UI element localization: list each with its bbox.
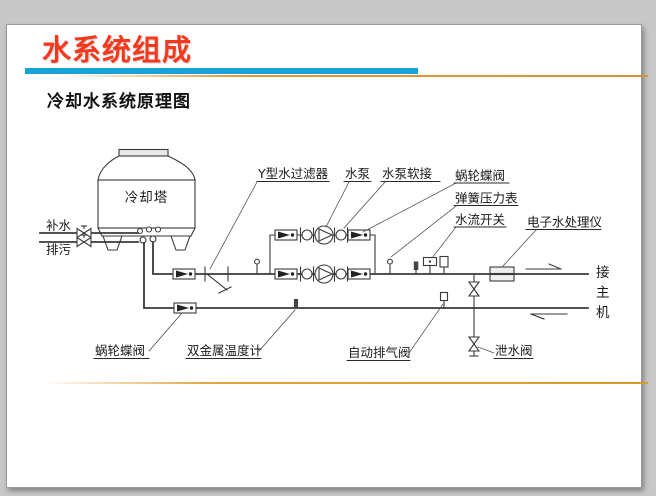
title-accent-bar	[25, 68, 418, 74]
tower-cap	[118, 148, 169, 157]
pump-branch-bottom	[274, 264, 371, 284]
water-treatment-device-icon	[489, 266, 515, 282]
flow-arrow-left-icon	[530, 313, 568, 320]
butterfly-valve-icon	[347, 229, 371, 241]
label-pressure-gauge: 弹簧压力表	[455, 191, 518, 206]
small-sensor-icon	[413, 261, 419, 275]
small-gauge-icon	[254, 258, 260, 275]
butterfly-valve-icon	[274, 229, 298, 241]
tower-body	[97, 179, 196, 229]
slide-page	[6, 24, 642, 488]
thermometer-icon	[294, 299, 298, 308]
label-blowdown: 排污	[46, 242, 71, 257]
slide-subtitle: 冷却水系统原理图	[47, 92, 191, 112]
label-drain-valve: 泄水阀	[495, 343, 533, 358]
tower-shoulder-left	[97, 155, 120, 181]
label-flow-switch: 水流开关	[455, 212, 505, 227]
label-butterfly-valve-top: 蜗轮蝶阀	[455, 168, 505, 183]
bypass-valve-icon	[468, 281, 480, 297]
tower-connection	[154, 226, 162, 233]
flex-connector-icon	[299, 266, 315, 282]
drain-valve-icon	[468, 336, 480, 352]
tower-label: 冷却塔	[125, 190, 169, 206]
pump-branch-top	[274, 225, 371, 245]
butterfly-valve-icon	[173, 302, 197, 314]
pump-icon	[314, 264, 334, 284]
labels: 补水 排污 Y型水过滤器 水泵 水泵软接 蜗轮蝶阀 弹簧压力表 水流开关 电子水…	[46, 166, 610, 361]
footer-accent-line	[42, 382, 648, 384]
tower-outlet	[139, 236, 147, 244]
label-makeup-water: 补水	[46, 218, 72, 233]
butterfly-valve-icon	[347, 268, 371, 280]
supply-pipe	[152, 241, 589, 275]
tower-shoulder-right	[167, 155, 196, 181]
cooling-tower: 冷却塔	[97, 148, 196, 251]
label-thermometer: 双金属温度计	[187, 343, 262, 358]
flow-switch-icon	[422, 256, 438, 275]
tower-connection	[145, 226, 153, 233]
butterfly-valve-icon	[172, 268, 196, 280]
sensor-box-icon	[439, 255, 449, 275]
air-vent-icon	[439, 291, 449, 309]
title-accent-thin-line	[58, 75, 648, 77]
flex-connector-icon	[333, 227, 349, 243]
label-y-filter: Y型水过滤器	[257, 166, 329, 181]
y-strainer-icon	[204, 266, 232, 294]
pump-icon	[314, 225, 334, 245]
tower-leg-right	[170, 235, 191, 251]
flex-connector-icon	[299, 227, 315, 243]
tower-leg-left	[102, 235, 123, 251]
label-to-main-unit-3: 机	[596, 305, 610, 321]
flex-connector-icon	[333, 266, 349, 282]
pressure-gauge-icon	[387, 258, 393, 275]
flow-arrow-right-icon	[525, 263, 562, 270]
slide-title: 水系统组成	[42, 33, 193, 67]
label-to-main-unit-2: 主	[596, 285, 610, 301]
leader-lines	[148, 181, 537, 354]
tower-basin	[97, 227, 196, 237]
label-air-vent: 自动排气阀	[348, 345, 411, 360]
pipes	[39, 232, 589, 357]
label-to-main-unit-1: 接	[596, 264, 610, 281]
label-water-treatment: 电子水处理仪	[527, 215, 603, 230]
label-pump-flex: 水泵软接	[382, 166, 433, 181]
label-pump: 水泵	[345, 166, 370, 181]
label-butterfly-valve-bottom: 蜗轮蝶阀	[95, 343, 145, 358]
butterfly-valve-icon	[274, 268, 298, 280]
